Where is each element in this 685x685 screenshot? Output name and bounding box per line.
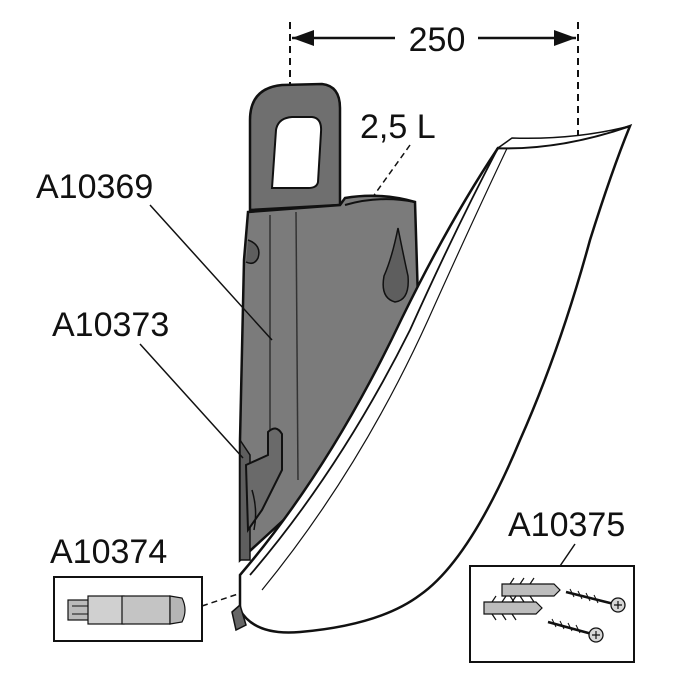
part-label-adapter: A10374 <box>50 533 167 571</box>
screws-icon <box>547 588 626 643</box>
width-dimension: 250 <box>289 21 579 148</box>
drop-icon <box>382 227 409 303</box>
width-value: 250 <box>409 21 466 59</box>
leader-holder <box>149 204 273 341</box>
volume-label: 2,5 L <box>360 108 436 146</box>
volume-leader <box>371 144 411 199</box>
leader-adapter <box>201 593 239 607</box>
arrow-right-icon <box>554 30 576 46</box>
cover-lid <box>231 123 633 634</box>
arrow-left-icon <box>292 30 314 46</box>
adapter-icon <box>67 595 186 625</box>
wall-plugs-icon <box>483 577 561 621</box>
handle-hole <box>270 116 323 189</box>
clip-part <box>244 427 283 534</box>
part-label-clip: A10373 <box>52 306 169 344</box>
leader-fixing-kit <box>559 543 576 567</box>
leader-clip <box>139 343 244 459</box>
part-label-holder: A10369 <box>36 168 153 206</box>
part-label-fixing-kit: A10375 <box>508 506 625 544</box>
